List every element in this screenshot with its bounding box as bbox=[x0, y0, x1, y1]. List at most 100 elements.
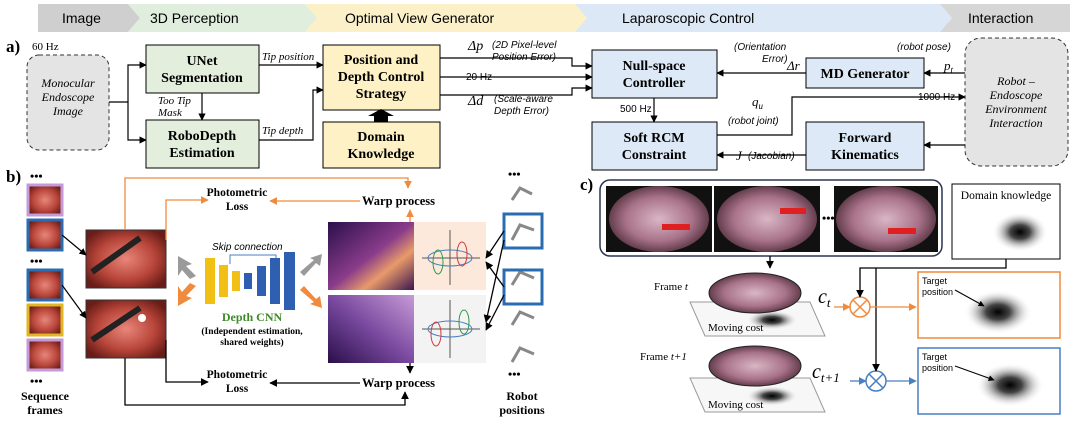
photometric-bottom-line2: Loss bbox=[226, 383, 249, 395]
robot-to-pose-top-1 bbox=[485, 230, 505, 259]
seq-frame-3 bbox=[26, 268, 64, 302]
target-pointer-t bbox=[954, 289, 985, 307]
md-label: MD Generator bbox=[820, 67, 909, 82]
tip-position-label: Tip position bbox=[262, 51, 315, 63]
black-frame-to-warp bbox=[124, 358, 409, 406]
frame-t-label: Frame t bbox=[654, 281, 689, 293]
panel-c: c) ••• Domain knowledge Frame t Moving c… bbox=[580, 175, 1061, 415]
target-pointer-t1 bbox=[954, 365, 995, 381]
video-frame-2-view bbox=[717, 186, 817, 252]
dp-symbol: Δp bbox=[467, 39, 483, 54]
stage-arrow-control bbox=[575, 4, 952, 32]
strategy-line1: Position and bbox=[344, 53, 419, 68]
seq-dots-mid: ••• bbox=[30, 254, 43, 268]
dd-text-line2: Depth Error) bbox=[494, 106, 549, 117]
domain-up-arrow bbox=[368, 109, 394, 122]
panel-c-label: c) bbox=[580, 175, 593, 194]
independent-line1: (Independent estimation, bbox=[201, 326, 303, 337]
nullspace-box bbox=[591, 49, 718, 99]
stage-label-image: Image bbox=[62, 10, 101, 26]
dr-symbol: Δr bbox=[786, 58, 801, 73]
panel-a-arrows bbox=[109, 57, 966, 159]
robot-highlight-top bbox=[502, 212, 544, 250]
dp-text-line1: (2D Pixel-level bbox=[492, 40, 557, 51]
stage-arrow-view bbox=[305, 4, 587, 32]
warp-top: Warp process bbox=[362, 194, 435, 208]
stage-arrow-image bbox=[38, 4, 140, 32]
robot-arm-1 bbox=[510, 186, 533, 201]
robot-dots-bottom: ••• bbox=[508, 367, 521, 381]
strategy-line2: Depth Control bbox=[338, 70, 425, 85]
robot-to-pose-bottom-1 bbox=[483, 239, 505, 323]
pt-subscript: t bbox=[951, 65, 954, 75]
robot-pose-label: (robot pose) bbox=[897, 42, 951, 53]
video-frame-3-view bbox=[836, 186, 936, 252]
qu-subscript: u bbox=[759, 101, 764, 111]
seq-frame-2 bbox=[26, 218, 64, 252]
unet-box bbox=[145, 44, 260, 94]
cnn-dec-3 bbox=[270, 258, 280, 304]
robodepth-box bbox=[145, 119, 260, 169]
target-t1-line2: position bbox=[922, 363, 953, 373]
frame-t-image bbox=[708, 272, 802, 314]
cnn-dec-1 bbox=[244, 273, 252, 289]
target-t1-line1: Target bbox=[922, 352, 948, 362]
orange-frame-to-loss bbox=[165, 196, 209, 240]
video-frame-2-marker bbox=[780, 208, 806, 214]
orientation-line2: Error) bbox=[762, 54, 788, 65]
stage-arrow-interaction bbox=[940, 4, 1070, 32]
rcm-box bbox=[591, 121, 718, 171]
arrow-rcm-to-interaction bbox=[717, 93, 966, 136]
unet-line1: UNet bbox=[186, 54, 217, 69]
input-frame-top bbox=[85, 229, 167, 289]
stage-label-perception: 3D Perception bbox=[150, 10, 239, 26]
stage-label-control: Laparoscopic Control bbox=[622, 10, 754, 26]
stage-arrow-perception bbox=[128, 4, 317, 32]
arrow-input-to-robodepth bbox=[127, 102, 147, 144]
qu-symbol: qu bbox=[752, 94, 764, 111]
skip-connection-label: Skip connection bbox=[212, 242, 283, 253]
ct1-symbol: ct+1 bbox=[812, 361, 840, 385]
target-map-t1 bbox=[976, 363, 1044, 407]
fk-line1: Forward bbox=[839, 131, 892, 146]
arrow-input-to-unet bbox=[109, 61, 147, 103]
robodepth-line1: RoboDepth bbox=[168, 129, 237, 144]
video-frame-1-marker bbox=[662, 224, 690, 230]
tool-bottom bbox=[90, 305, 142, 343]
cnn-dec-2 bbox=[257, 266, 266, 296]
orange-arrow-in-bottom bbox=[178, 283, 196, 306]
depth-map-bottom bbox=[328, 295, 414, 363]
sequence-line1: Sequence bbox=[21, 389, 70, 403]
input-frame-bottom bbox=[85, 299, 167, 359]
robot-positions-line1: Robot bbox=[506, 389, 537, 403]
multiply-node-t1 bbox=[865, 370, 887, 392]
seq-frame-5 bbox=[26, 338, 64, 372]
seq-frame-1 bbox=[26, 183, 64, 217]
depth-cnn-label: Depth CNN bbox=[222, 310, 283, 324]
mask-line2: Mask bbox=[157, 107, 183, 119]
orientation-line1: (Orientation bbox=[734, 42, 787, 53]
rcm-line1: Soft RCM bbox=[623, 131, 684, 146]
sequence-line2: frames bbox=[27, 403, 63, 417]
moving-cost-label-t1: Moving cost bbox=[708, 399, 763, 411]
rate-500hz: 500 Hz bbox=[620, 104, 652, 115]
target-t-line1: Target bbox=[922, 276, 948, 286]
seq-dots-bottom: ••• bbox=[30, 374, 43, 388]
warp-bottom: Warp process bbox=[362, 376, 435, 390]
cnn-dec-4 bbox=[284, 252, 295, 310]
independent-line2: shared weights) bbox=[220, 337, 283, 348]
robot-dots-top: ••• bbox=[508, 167, 521, 181]
dd-symbol: Δd bbox=[467, 94, 484, 109]
depth-map-top bbox=[328, 222, 414, 290]
pose-axes-top bbox=[422, 230, 480, 285]
stage-label-view: Optimal View Generator bbox=[345, 10, 494, 26]
robot-to-pose-bottom-2 bbox=[485, 294, 505, 331]
robot-highlight-bottom bbox=[502, 268, 544, 306]
robot-arm-5 bbox=[510, 346, 535, 363]
panel-a-label: a) bbox=[6, 37, 20, 56]
moving-cost-label-t: Moving cost bbox=[708, 322, 763, 334]
stage-label-interaction: Interaction bbox=[968, 10, 1033, 26]
pt-symbol: pt bbox=[943, 58, 954, 75]
target-map-t bbox=[964, 290, 1032, 334]
arrow-seq-to-bottom bbox=[61, 284, 87, 319]
